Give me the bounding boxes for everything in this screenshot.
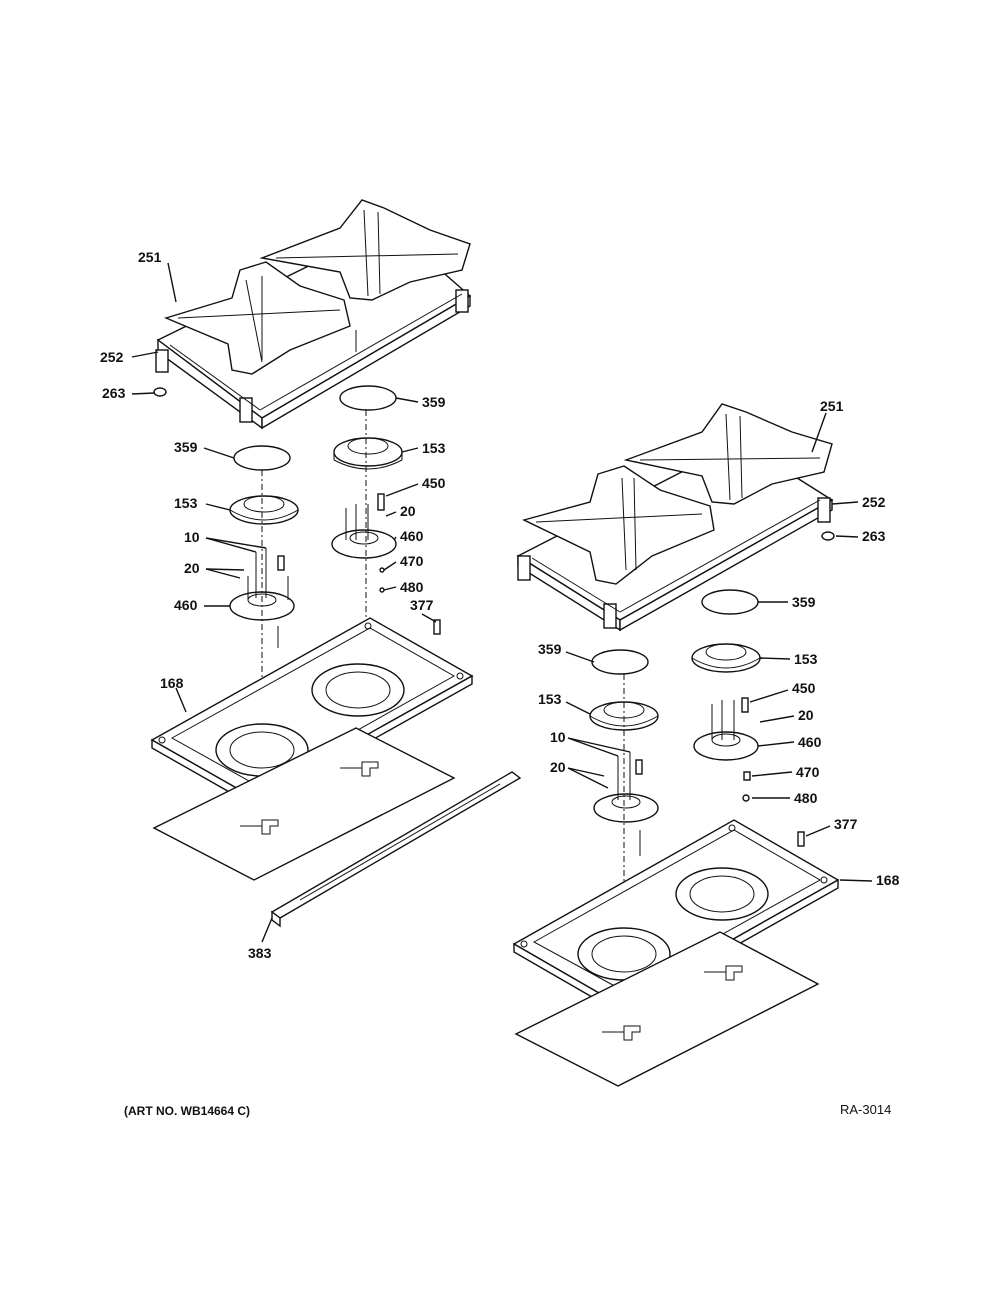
callout-right-377: 377 (834, 816, 858, 832)
callout-left-20-front: 20 (184, 560, 200, 576)
callout-left-153-front: 153 (174, 495, 198, 511)
diagram-code: RA-3014 (840, 1102, 892, 1117)
callout-right-359-rear: 359 (792, 594, 816, 610)
art-number: (ART NO. WB14664 C) (124, 1104, 251, 1118)
callout-right-251: 251 (820, 398, 844, 414)
callout-right-470: 470 (796, 764, 820, 780)
right-foot (821, 531, 835, 541)
callout-right-450: 450 (792, 680, 816, 696)
callout-left-470: 470 (400, 553, 424, 569)
left-rail (270, 771, 522, 928)
left-rear-burner (331, 385, 403, 690)
callout-right-20-front: 20 (550, 759, 566, 775)
callout-right-168: 168 (876, 872, 900, 888)
callout-right-460-rear: 460 (798, 734, 822, 750)
callout-right-20-rear: 20 (798, 707, 814, 723)
callout-left-10: 10 (184, 529, 200, 545)
right-grate (522, 403, 833, 585)
callout-right-263: 263 (862, 528, 886, 544)
callout-left-383: 383 (248, 945, 272, 961)
left-front-burner (229, 445, 299, 760)
callout-left-20-rear: 20 (400, 503, 416, 519)
callout-left-252: 252 (100, 349, 124, 365)
callout-left-480: 480 (400, 579, 424, 595)
callout-right-252: 252 (862, 494, 886, 510)
left-insulation-sheet (152, 727, 456, 881)
right-assembly: 251 252 263 359 153 359 153 450 20 460 4… (512, 398, 900, 1087)
left-assembly: 251 252 263 359 153 359 153 450 20 460 4… (100, 199, 522, 961)
right-rear-burner (691, 589, 761, 802)
callout-left-359-front: 359 (174, 439, 198, 455)
callout-left-450: 450 (422, 475, 446, 491)
callout-left-168: 168 (160, 675, 184, 691)
callout-left-460-rear: 460 (400, 528, 424, 544)
callout-left-377: 377 (410, 597, 434, 613)
callout-left-251: 251 (138, 249, 162, 265)
callout-right-153-rear: 153 (794, 651, 818, 667)
callout-left-460-front: 460 (174, 597, 198, 613)
left-grate (163, 199, 471, 375)
callout-left-263: 263 (102, 385, 126, 401)
left-leader-lines (131, 262, 437, 943)
right-leader-lines (565, 412, 873, 882)
callout-right-153-front: 153 (538, 691, 562, 707)
right-insulation-sheet (514, 931, 820, 1087)
callout-right-359-front: 359 (538, 641, 562, 657)
left-foot (153, 387, 167, 397)
callout-right-10: 10 (550, 729, 566, 745)
callout-right-480: 480 (794, 790, 818, 806)
callout-left-153-rear: 153 (422, 440, 446, 456)
callout-left-359-rear: 359 (422, 394, 446, 410)
